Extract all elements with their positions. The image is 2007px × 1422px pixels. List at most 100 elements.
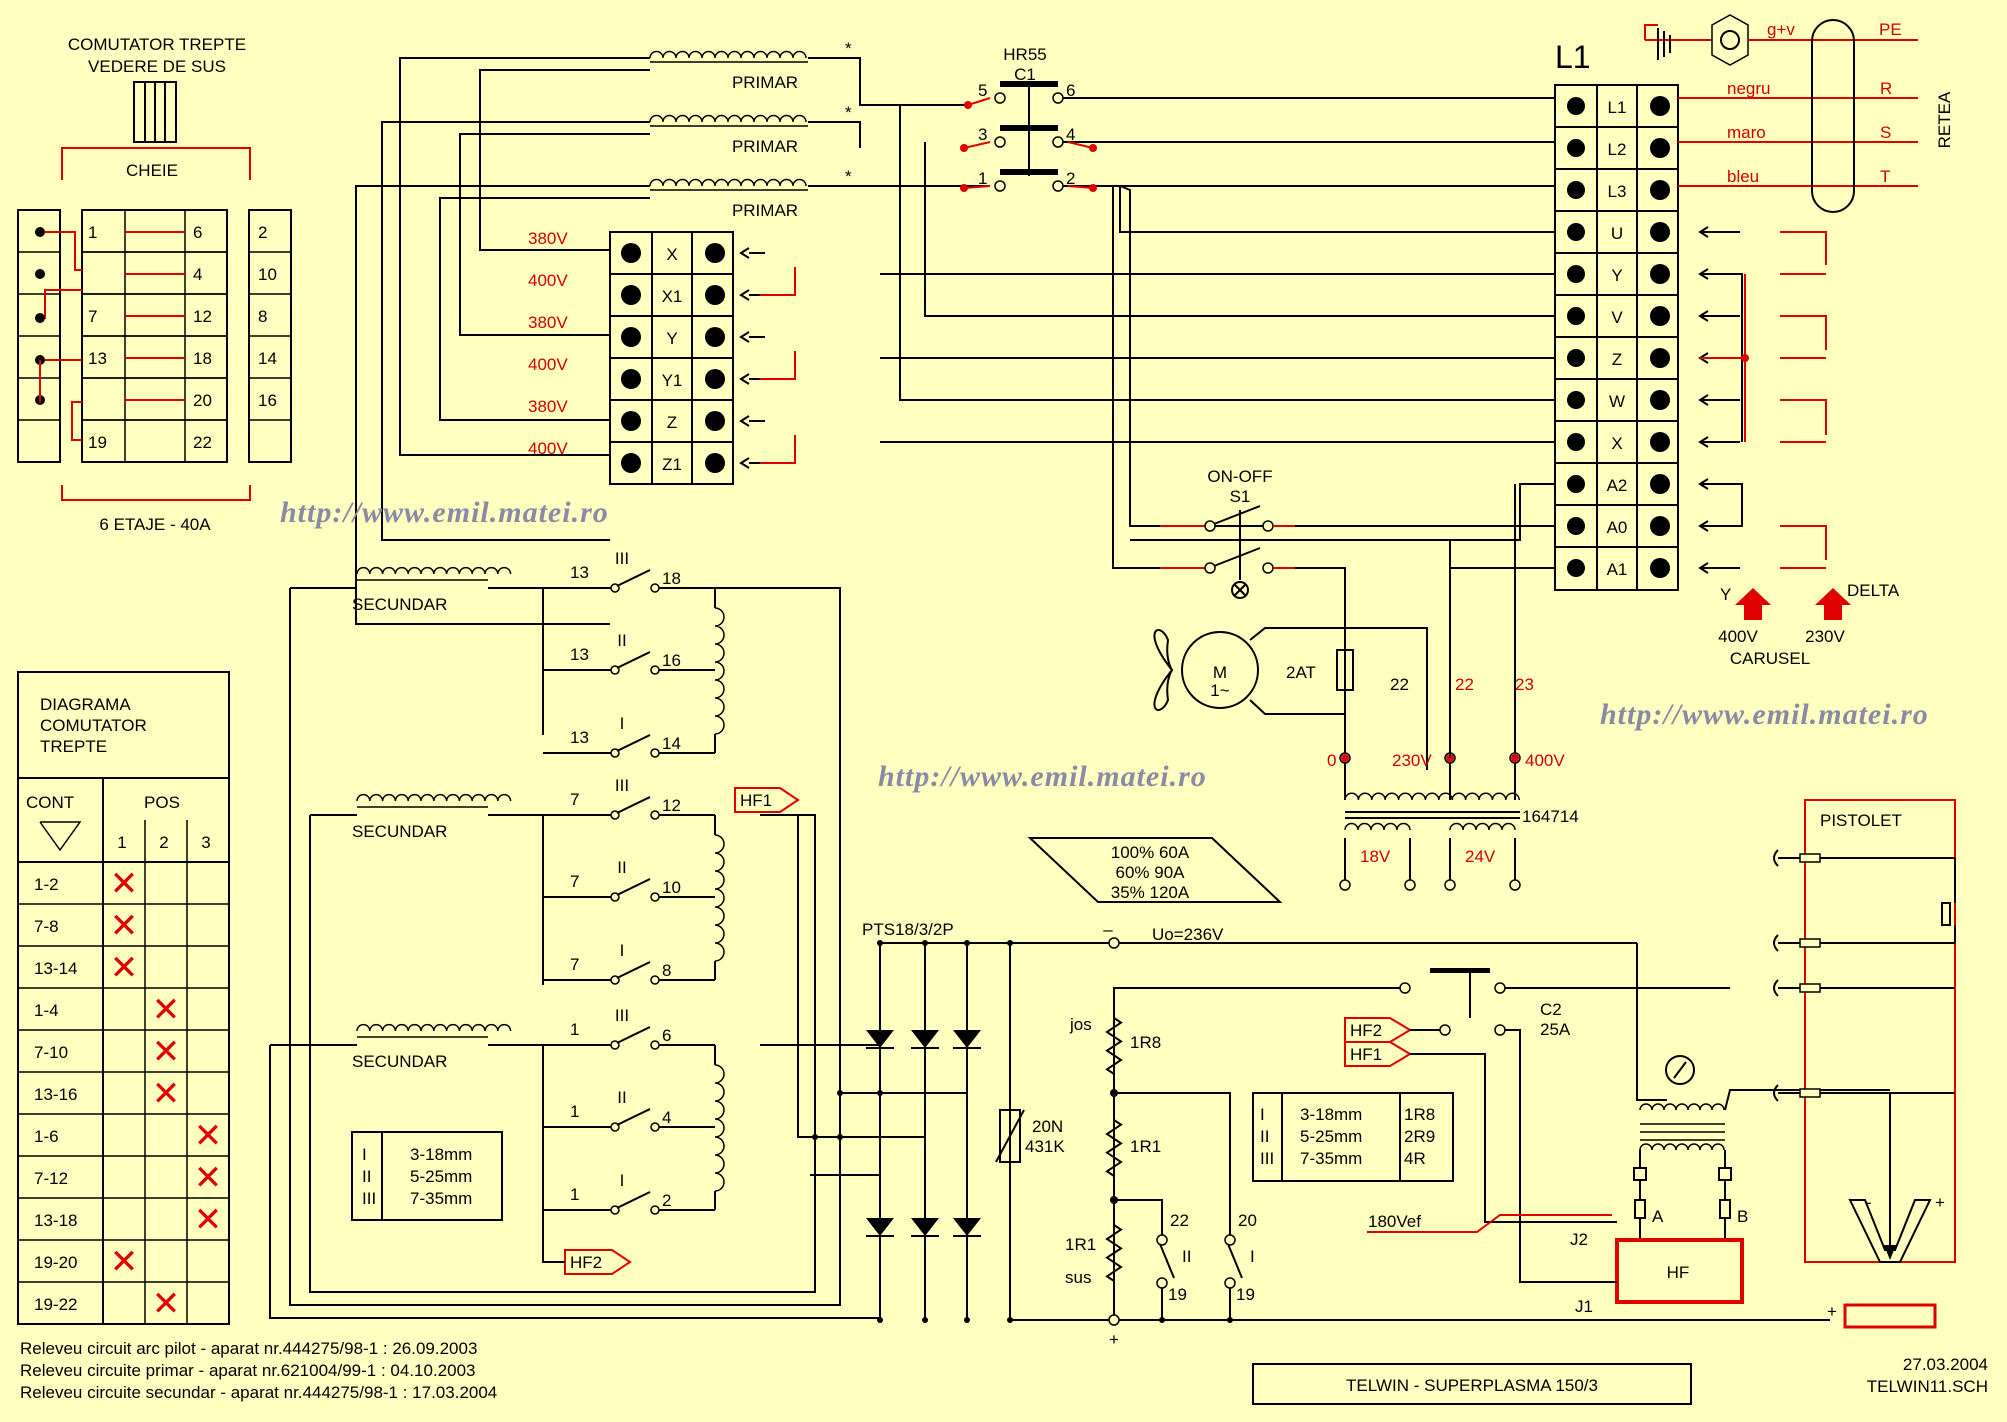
rt2-res-0: 1R8 [1404, 1105, 1435, 1124]
sec-o-0-2: 14 [662, 734, 681, 753]
rt1-pos-2: III [362, 1189, 376, 1208]
out-uo: Uo=236V [1152, 925, 1224, 944]
pos-mark: ✕ [110, 948, 139, 988]
rt2-res-1: 2R9 [1404, 1127, 1435, 1146]
secondary-circuits: SECUNDAR13III1813II1613I14SECUNDAR7III12… [269, 549, 1830, 1349]
sec-pos-1-1: II [617, 858, 626, 877]
sec-o-0-1: 16 [662, 651, 681, 670]
coil-icon [714, 607, 725, 735]
coil-icon [1344, 792, 1520, 801]
primar-label-2: PRIMAR [732, 201, 798, 220]
c2-rating: 25A [1540, 1020, 1571, 1039]
diode-icon [866, 1218, 894, 1236]
l1-terminal-L3: L3 [1608, 182, 1627, 201]
motor-label: M [1213, 663, 1227, 682]
rectifier-name: PTS18/3/2P [862, 920, 954, 939]
switch-left-0: 1 [88, 223, 97, 242]
footer-line-2: Releveu circuite primar - aparat nr.6210… [20, 1361, 476, 1380]
coil-icon [649, 50, 807, 59]
rt1-range-0: 3-18mm [410, 1145, 472, 1164]
l1-terminal-A1: A1 [1607, 560, 1628, 579]
hf-unit [1615, 1238, 1744, 1304]
varistor-1: 20N [1032, 1117, 1063, 1136]
hf2-tag [564, 1249, 632, 1275]
pos-mark: ✕ [110, 1242, 139, 1282]
key-label: CHEIE [126, 161, 178, 180]
terminal-X1: X1 [662, 287, 683, 306]
pos-mark: ✕ [152, 1284, 181, 1324]
rt1-range-2: 7-35mm [410, 1189, 472, 1208]
c1-contact-2: 2 [1066, 169, 1075, 188]
coil-icon [714, 1064, 725, 1192]
svg-text:*: * [845, 39, 852, 58]
varistor-icon [999, 1109, 1021, 1163]
l1-terminal-L2: L2 [1608, 140, 1627, 159]
aux-tap-0: 0 [1327, 751, 1336, 770]
switch-mid-0: 6 [193, 223, 202, 242]
res-r3: 1R1 [1065, 1235, 1096, 1254]
pos-1: 1 [117, 833, 126, 852]
l1-terminal-A2: A2 [1607, 476, 1628, 495]
sec-c-1-0: 7 [570, 790, 579, 809]
aux-wire-22: 22 [1390, 675, 1409, 694]
out-plus: + [1109, 1330, 1119, 1349]
terminal-X: X [666, 245, 677, 264]
aux-tap-1: 230V [1392, 751, 1432, 770]
gauge-icon [1665, 1055, 1695, 1085]
aux-tap-2: 400V [1525, 751, 1565, 770]
sec-pos-2-1: II [617, 1088, 626, 1107]
col-pos: POS [144, 793, 180, 812]
sec-pos-0-1: II [617, 631, 626, 650]
switch-left-2: 7 [88, 307, 97, 326]
switch-left-3: 13 [88, 349, 107, 368]
switch-mid-3: 18 [193, 349, 212, 368]
sec-c-0-0: 13 [570, 563, 589, 582]
hf1-tag [734, 787, 800, 813]
c2-hf2: HF2 [1350, 1021, 1382, 1040]
rt1-range-1: 5-25mm [410, 1167, 472, 1186]
cont-1-2: 1-2 [34, 875, 59, 894]
diode-icon [866, 1030, 894, 1048]
cont-7-8: 7-8 [34, 917, 59, 936]
cont-19-22: 19-22 [34, 1295, 77, 1314]
pos-mark: ✕ [194, 1116, 223, 1156]
fan-motor-icon [1181, 631, 1259, 709]
mains-input: g+v PE RETEA [1644, 14, 1954, 213]
sw-top-1: 20 [1238, 1211, 1257, 1230]
c1-contact-5: 5 [978, 81, 987, 100]
watermark-1: http://www.emil.matei.ro [280, 496, 609, 529]
earth-terminal-icon [1711, 14, 1749, 66]
torch-label: PISTOLET [1820, 811, 1902, 830]
lamp-icon [1231, 581, 1249, 599]
pos-2: 2 [159, 833, 168, 852]
sec-c-2-0: 1 [570, 1020, 579, 1039]
cont-1-4: 1-4 [34, 1001, 59, 1020]
pos-mark: ✕ [194, 1200, 223, 1240]
rt2-range-0: 3-18mm [1300, 1105, 1362, 1124]
secundar-2: SECUNDAR [352, 1052, 447, 1071]
switch-mid-4: 20 [193, 391, 212, 410]
cont-7-10: 7-10 [34, 1043, 68, 1062]
pos-mark: ✕ [152, 1074, 181, 1114]
duty-1: 60% 90A [1116, 863, 1186, 882]
sw-top-0: 22 [1170, 1211, 1189, 1230]
network-label: RETEA [1935, 91, 1954, 148]
motor-sub: 1~ [1210, 681, 1229, 700]
torch-plus: + [1935, 1193, 1945, 1212]
diode-icon [911, 1030, 939, 1048]
carousel-y: Y [1720, 585, 1731, 604]
col-cont: CONT [26, 793, 74, 812]
carousel-links: Y DELTA 400V 230V CARUSEL [1718, 581, 1900, 668]
switch-top-view: COMUTATOR TREPTE VEDERE DE SUS CHEIE 261… [17, 35, 292, 534]
sec-pos-2-0: III [615, 1006, 629, 1025]
switch-title-2: VEDERE DE SUS [88, 57, 226, 76]
duty-0: 100% 60A [1111, 843, 1190, 862]
sw-pos-1: I [1250, 1247, 1255, 1266]
coil-icon [1449, 822, 1516, 831]
switch-right-4: 16 [258, 391, 277, 410]
varistor-2: 431K [1025, 1137, 1065, 1156]
